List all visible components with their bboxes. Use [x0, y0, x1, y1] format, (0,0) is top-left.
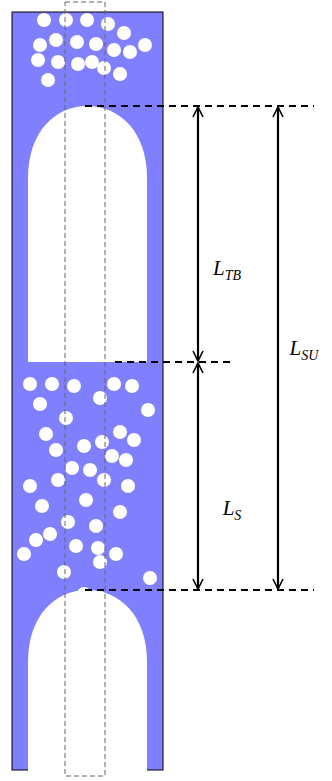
small-bubble — [37, 13, 51, 27]
pipe-liquid — [12, 12, 163, 770]
small-bubble — [105, 449, 119, 463]
small-bubble — [125, 379, 139, 393]
small-bubble — [43, 527, 57, 541]
small-bubble — [70, 35, 84, 49]
small-bubble — [97, 473, 111, 487]
dimension-label: LS — [223, 498, 242, 519]
dimension-arrow — [197, 107, 199, 361]
dashed-window — [65, 2, 105, 776]
small-bubble — [141, 403, 155, 417]
small-bubble — [101, 17, 115, 31]
dimension-label: LTB — [213, 258, 241, 279]
small-bubble — [117, 26, 131, 40]
small-bubble — [89, 519, 103, 533]
dispersed-bubbles — [17, 13, 157, 605]
small-bubble — [127, 433, 141, 447]
small-bubble — [49, 443, 63, 457]
small-bubble — [91, 541, 105, 555]
small-bubble — [107, 43, 121, 57]
dimension-label: LSU — [290, 338, 319, 359]
small-bubble — [39, 427, 53, 441]
small-bubble — [113, 67, 127, 81]
small-bubble — [77, 439, 91, 453]
small-bubble — [97, 61, 111, 75]
reference-line — [115, 361, 232, 363]
small-bubble — [67, 379, 81, 393]
small-bubble — [123, 45, 137, 59]
reference-line — [85, 589, 314, 591]
small-bubble — [51, 55, 65, 69]
small-bubble — [83, 463, 97, 477]
small-bubble — [33, 38, 47, 52]
small-bubble — [65, 461, 79, 475]
reference-line — [85, 105, 314, 107]
dimension-arrow — [277, 107, 279, 589]
small-bubble — [85, 55, 99, 69]
small-bubble — [80, 13, 94, 27]
small-bubble — [113, 505, 127, 519]
small-bubble — [71, 57, 85, 71]
small-bubble — [121, 479, 135, 493]
small-bubble — [17, 547, 31, 561]
small-bubble — [59, 13, 73, 27]
small-bubble — [23, 479, 37, 493]
small-bubble — [57, 565, 71, 579]
small-bubble — [143, 571, 157, 585]
small-bubble — [41, 73, 55, 87]
small-bubble — [33, 397, 47, 411]
small-bubble — [138, 38, 152, 52]
taylor-bubble — [28, 590, 147, 771]
small-bubble — [31, 53, 45, 67]
small-bubble — [79, 493, 93, 507]
small-bubble — [61, 515, 75, 529]
dimension-arrow — [197, 363, 199, 589]
small-bubble — [95, 435, 109, 449]
small-bubble — [89, 37, 103, 51]
small-bubble — [23, 377, 37, 391]
taylor-bubble — [28, 106, 147, 362]
small-bubble — [109, 547, 123, 561]
small-bubble — [51, 473, 65, 487]
small-bubble — [35, 499, 49, 513]
small-bubble — [49, 33, 63, 47]
small-bubble — [113, 425, 127, 439]
small-bubble — [119, 453, 133, 467]
small-bubble — [29, 533, 43, 547]
small-bubble — [59, 411, 73, 425]
small-bubble — [69, 539, 83, 553]
small-bubble — [107, 377, 121, 391]
small-bubble — [45, 377, 59, 391]
